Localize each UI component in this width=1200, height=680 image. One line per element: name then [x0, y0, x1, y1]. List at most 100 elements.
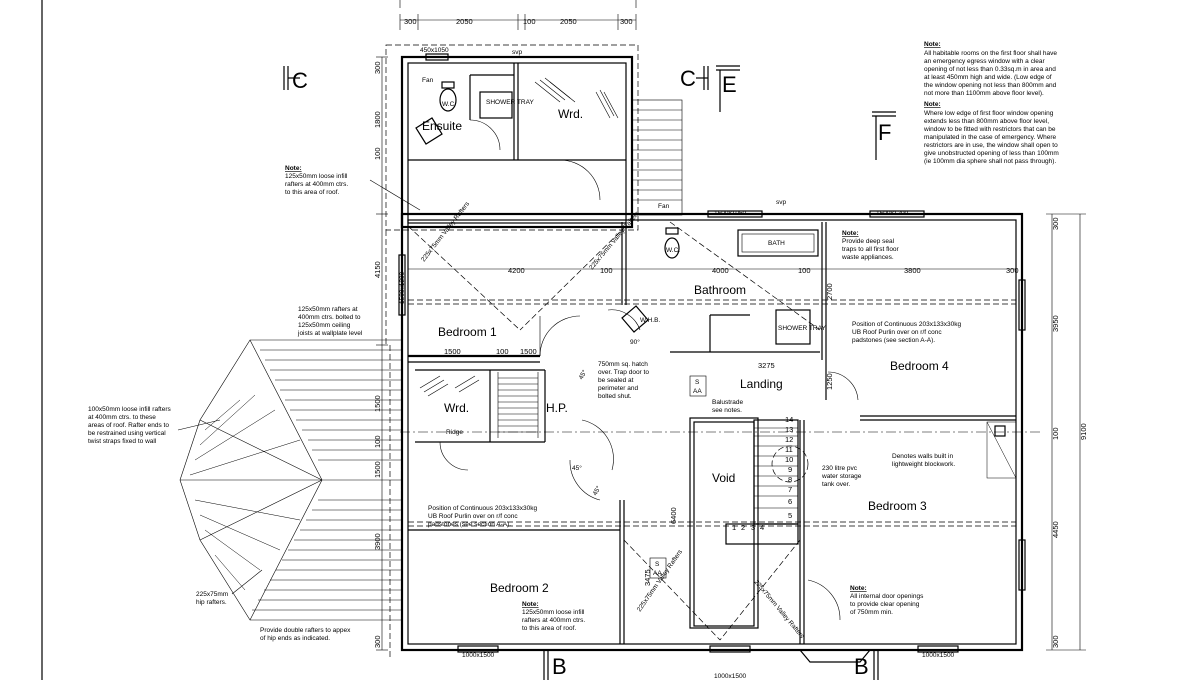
note-egress-line-6: not more than 1100mm above floor level). — [924, 90, 1044, 97]
stair-6: 6 — [788, 497, 792, 506]
dim-100b: 100 — [798, 266, 811, 275]
wardrobe-hatch-left — [419, 375, 480, 397]
note-hatch: 750mm sq. hatch over. Trap door to be se… — [598, 361, 649, 400]
room-hot-press: H.P. — [546, 401, 568, 415]
staircase: 14 13 12 11 10 9 8 7 6 5 4 3 2 1 — [725, 415, 809, 545]
svg-text:UB Roof Purlin over on r/f con: UB Roof Purlin over on r/f conc — [852, 329, 942, 336]
stair-8: 8 — [788, 475, 792, 484]
label-bath: BATH — [768, 240, 785, 247]
label-fan-bathroom: Fan — [658, 203, 670, 210]
room-bathroom: Bathroom — [694, 283, 746, 297]
note-restrictor-line-5: restrictors are in use, the window shall… — [924, 142, 1058, 149]
section-e: E — [722, 72, 737, 97]
dim-top-100: 100 — [523, 17, 536, 26]
stair-13: 13 — [785, 425, 793, 434]
section-c-right: C — [680, 66, 696, 91]
roof-lines — [400, 221, 1040, 641]
note-egress-line-2: an emergency egress window with a clear — [924, 58, 1046, 65]
label-90deg: 90° — [630, 338, 640, 346]
note-restrictor-line-1: Where low edge of first floor window ope… — [924, 110, 1054, 117]
label-valley-2: 225x75mm Valley Rafters — [588, 210, 641, 272]
dim-300r: 300 — [1006, 266, 1019, 275]
label-wc-1: W.C. — [442, 101, 456, 108]
label-shower-tray-1: SHOWER TRAY — [486, 99, 534, 106]
dim-1500a: 1500 — [444, 347, 461, 356]
stair-9: 9 — [788, 465, 792, 474]
svg-text:padstones (see section A-A).: padstones (see section A-A). — [428, 521, 511, 528]
room-void: Void — [712, 471, 735, 485]
dim-left-100b: 100 — [373, 435, 382, 448]
svg-text:rafters at 400mm ctrs.: rafters at 400mm ctrs. — [522, 617, 585, 624]
svg-text:225x75mm: 225x75mm — [196, 591, 228, 598]
dim-4000: 4000 — [712, 266, 729, 275]
section-b-right: B — [854, 654, 869, 679]
note-rafters: 125x50mm rafters at 400mm ctrs. bolted t… — [297, 306, 363, 337]
note-emergency-egress: Note: All habitable rooms on the first f… — [923, 41, 1059, 165]
svg-text:Note:: Note: — [850, 585, 867, 592]
label-ridge: Ridge — [446, 429, 463, 436]
svg-text:All internal door openings: All internal door openings — [850, 593, 924, 600]
windows — [398, 53, 1026, 653]
stair-2: 2 — [741, 523, 745, 532]
label-whb: W.H.B. — [640, 317, 660, 324]
svg-text:Note:: Note: — [842, 230, 859, 237]
stair-3: 3 — [751, 523, 755, 532]
fixture-labels: Fan Fan svp svp 450x1050 1500x1050 1500x… — [399, 47, 955, 680]
label-shower-tray-2: SHOWER TRAY — [778, 325, 826, 332]
room-bedroom-3: Bedroom 3 — [868, 499, 927, 513]
label-s-aa-1: S — [695, 379, 700, 386]
dim-100c: 100 — [496, 347, 509, 356]
label-valley-4: 225x75mm Valley Rafters — [752, 579, 805, 641]
svg-text:125x50mm rafters at: 125x50mm rafters at — [298, 306, 358, 313]
svg-text:Note:: Note: — [285, 165, 302, 172]
dim-1500b: 1500 — [520, 347, 537, 356]
label-s-aa-2: S — [655, 561, 660, 568]
svg-text:Denotes walls built in: Denotes walls built in — [892, 453, 953, 460]
left-dimension-string: 300 1800 100 4150 1500 100 1500 3900 300 — [373, 56, 388, 651]
stair-4: 4 — [760, 523, 764, 532]
label-window-1500x1200-left: 1500x1200 — [399, 271, 406, 304]
room-bedroom-1: Bedroom 1 — [438, 325, 497, 339]
label-45deg-a: 45° — [572, 464, 582, 472]
top-dimension-string: 300 2050 100 2050 300 — [399, 0, 637, 30]
svg-text:230 litre pvc: 230 litre pvc — [822, 465, 858, 472]
svg-text:water storage: water storage — [821, 473, 862, 480]
label-s-aa-2b: AA — [653, 570, 662, 577]
stair-10: 10 — [785, 455, 793, 464]
stair-1: 1 — [732, 523, 736, 532]
dim-top-300b: 300 — [620, 17, 633, 26]
dim-3475: 3475 — [643, 569, 652, 586]
top-right-projection — [631, 99, 683, 216]
svg-text:twist straps fixed to wall: twist straps fixed to wall — [88, 438, 157, 445]
dim-left-1800: 1800 — [373, 111, 382, 128]
svg-text:rafters at 400mm ctrs.: rafters at 400mm ctrs. — [285, 181, 348, 188]
label-45deg-c: 45° — [577, 368, 589, 381]
stair-7: 7 — [788, 485, 792, 494]
dim-left-100: 100 — [373, 147, 382, 160]
note-egress-heading: Note: — [924, 41, 941, 48]
note-door-openings: Note: All internal door openings to prov… — [850, 585, 924, 616]
svg-text:Balustrade: Balustrade — [712, 399, 743, 406]
svg-text:400mm ctrs. bolted to: 400mm ctrs. bolted to — [298, 314, 361, 321]
dim-left-3900: 3900 — [373, 533, 382, 550]
note-restrictor-line-2: extends less than 800mm above floor leve… — [924, 118, 1049, 125]
note-restrictor-heading: Note: — [924, 101, 941, 108]
svg-text:Position of Continuous 203x133: Position of Continuous 203x133x30kg — [852, 321, 962, 328]
svg-text:Position of Continuous 203x133: Position of Continuous 203x133x30kg — [428, 505, 538, 512]
room-wardrobe-top: Wrd. — [558, 107, 583, 121]
dim-6400: 6400 — [669, 507, 678, 524]
svg-text:waste appliances.: waste appliances. — [841, 254, 894, 261]
note-egress-line-4: at least 450mm high and wide. (Low edge … — [924, 74, 1052, 81]
note-egress-line-1: All habitable rooms on the first floor s… — [924, 50, 1057, 57]
dim-right-300b: 300 — [1051, 635, 1060, 648]
svg-text:joists at wallplate level: joists at wallplate level — [297, 330, 363, 337]
section-c-left: C — [292, 68, 308, 93]
section-f: F — [878, 120, 891, 145]
room-bedroom-2: Bedroom 2 — [490, 581, 549, 595]
dim-left-300a: 300 — [373, 61, 382, 74]
label-fan-ensuite: Fan — [422, 77, 434, 84]
dim-right-4450: 4450 — [1051, 521, 1060, 538]
note-purlin-left: Position of Continuous 203x133x30kg UB R… — [428, 505, 538, 528]
svg-text:Note:: Note: — [522, 601, 539, 608]
